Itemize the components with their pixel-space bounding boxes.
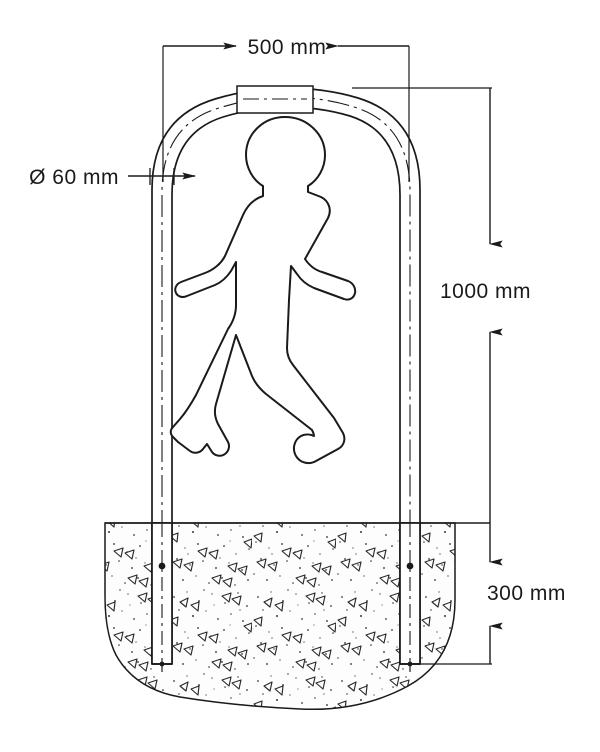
left-post-tip-marker xyxy=(159,661,165,667)
apex-joint-sleeve xyxy=(236,85,314,114)
right-post-axis-marker xyxy=(406,562,414,570)
diameter-dimension-label: Ø 60 mm xyxy=(29,166,119,189)
post-embedded-sections xyxy=(151,522,421,672)
width-dimension-label: 500 mm xyxy=(248,36,327,59)
pedestrian-body xyxy=(169,116,357,465)
footing-outline xyxy=(104,522,456,711)
dimension-height-1000: 1000 mm xyxy=(352,87,531,523)
dimension-depth-300: 300 mm xyxy=(410,523,566,665)
pedestrian-silhouette xyxy=(169,116,357,465)
dimension-width-500: 500 mm xyxy=(162,36,410,182)
depth-dimension-label: 300 mm xyxy=(487,582,566,605)
concrete-footing xyxy=(104,522,456,711)
left-post-axis-marker xyxy=(158,562,166,570)
height-dimension-label: 1000 mm xyxy=(440,280,531,303)
dimension-diameter-60: Ø 60 mm xyxy=(29,166,196,189)
